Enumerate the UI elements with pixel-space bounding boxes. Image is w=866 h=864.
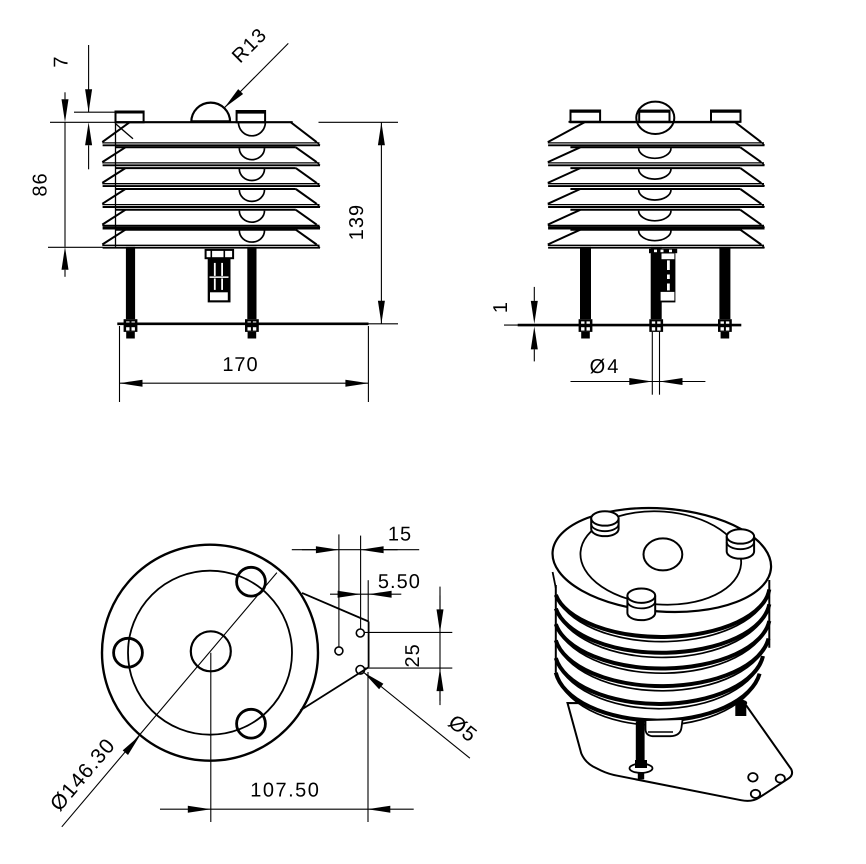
svg-text:1: 1 bbox=[490, 301, 512, 313]
svg-text:25: 25 bbox=[402, 643, 424, 667]
svg-text:7: 7 bbox=[51, 55, 73, 67]
svg-text:5.50: 5.50 bbox=[378, 571, 421, 593]
svg-text:Ø4: Ø4 bbox=[590, 356, 621, 378]
svg-text:15: 15 bbox=[388, 524, 412, 546]
svg-text:170: 170 bbox=[222, 354, 258, 376]
svg-text:86: 86 bbox=[30, 172, 52, 196]
svg-text:107.50: 107.50 bbox=[250, 780, 320, 802]
svg-text:139: 139 bbox=[346, 204, 368, 240]
